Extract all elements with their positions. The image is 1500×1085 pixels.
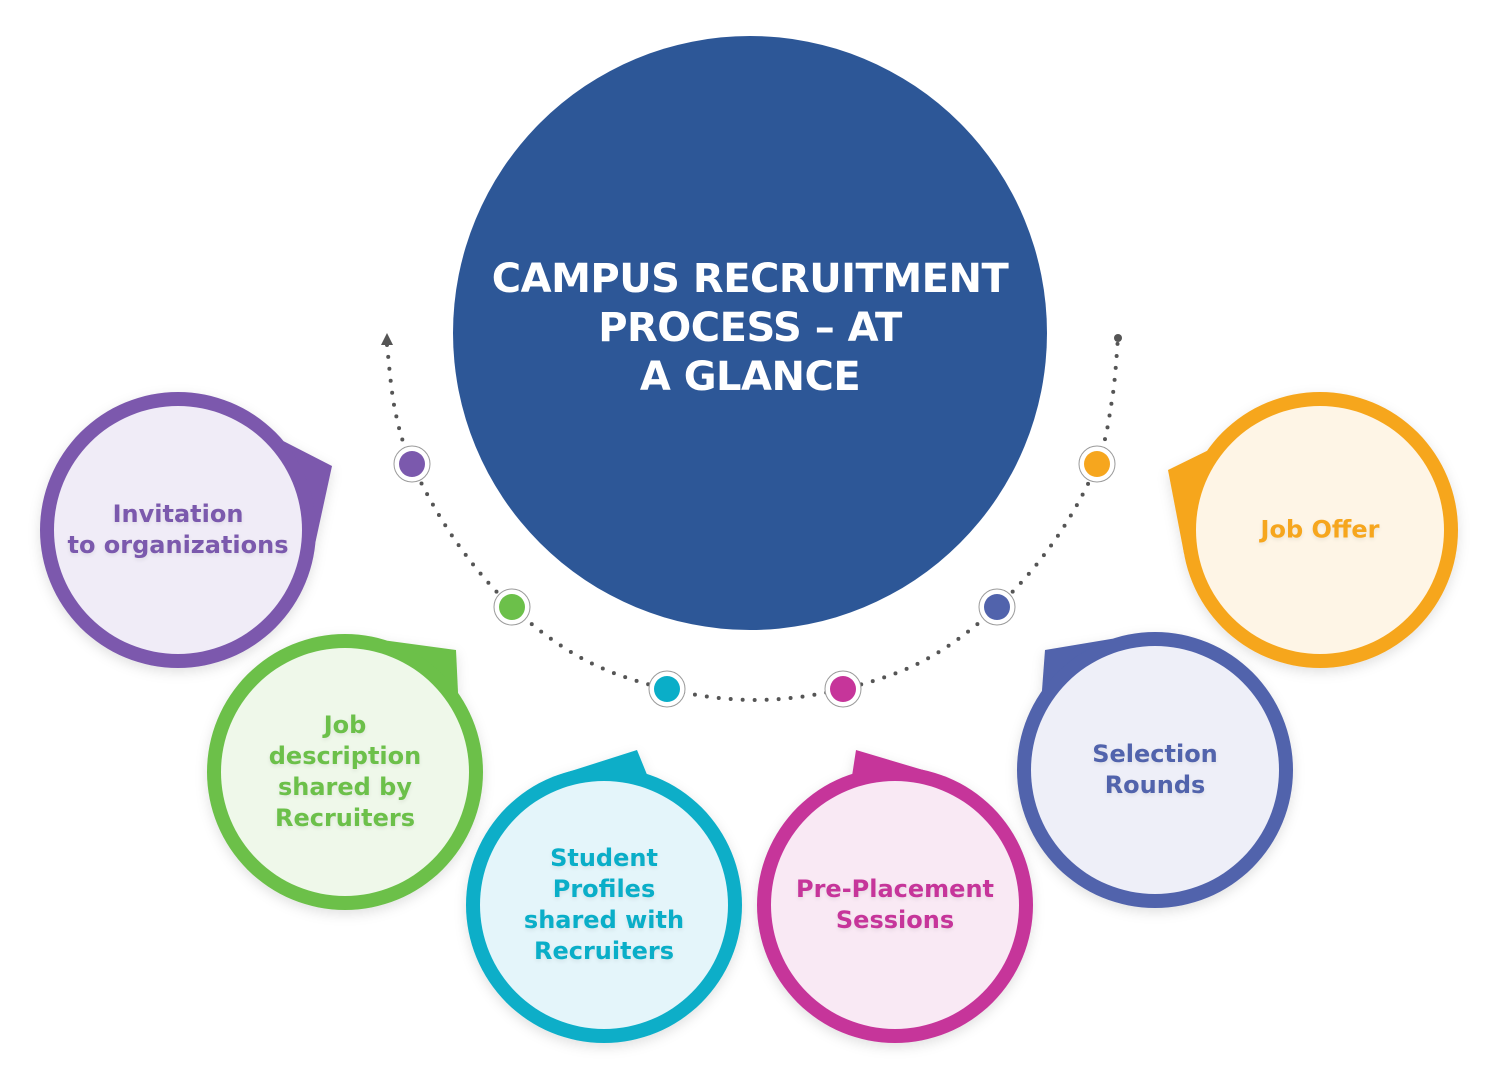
bubble-fill — [221, 648, 469, 896]
hub-circle — [453, 36, 1047, 630]
arc-end-dot — [1114, 334, 1122, 342]
step-bubble-invitation — [40, 392, 332, 668]
arc-nodes — [393, 445, 1116, 708]
step-label-selection-rounds: Selection Rounds — [1092, 740, 1218, 799]
connector-arc — [381, 333, 1122, 703]
step-label-job-description: Job description shared by Recruiters — [268, 711, 422, 832]
bubble-fill — [480, 781, 728, 1029]
bubble-fill — [1031, 646, 1279, 894]
dotted-connector — [385, 336, 1120, 703]
bubble-fill — [771, 781, 1019, 1029]
arc-node-job-offer — [1078, 445, 1116, 483]
arc-node-student-profiles — [648, 670, 686, 708]
step-bubble-selection-rounds — [1017, 632, 1293, 908]
arc-node-pre-placement — [824, 670, 862, 708]
bubble-fill — [1196, 406, 1444, 654]
step-bubble-job-description — [207, 634, 483, 910]
step-bubble-pre-placement — [757, 750, 1033, 1043]
step-bubbles — [40, 392, 1458, 1043]
step-label-job-offer: Job Offer — [1260, 515, 1380, 544]
arc-node-job-description — [493, 588, 531, 626]
step-label-invitation: Invitation to organizations — [67, 500, 289, 559]
diagram-title: CAMPUS RECRUITMENT PROCESS – AT A GLANCE — [491, 256, 1009, 400]
step-label-pre-placement: Pre-Placement Sessions — [795, 875, 995, 934]
step-label-student-profiles: Student Profiles shared with Recruiters — [523, 844, 685, 965]
bubble-fill — [54, 406, 302, 654]
arrowhead-icon — [381, 333, 393, 345]
step-bubble-job-offer — [1168, 392, 1458, 668]
step-bubble-student-profiles — [466, 750, 742, 1043]
arc-node-selection-rounds — [978, 588, 1016, 626]
arc-node-invitation — [393, 445, 431, 483]
